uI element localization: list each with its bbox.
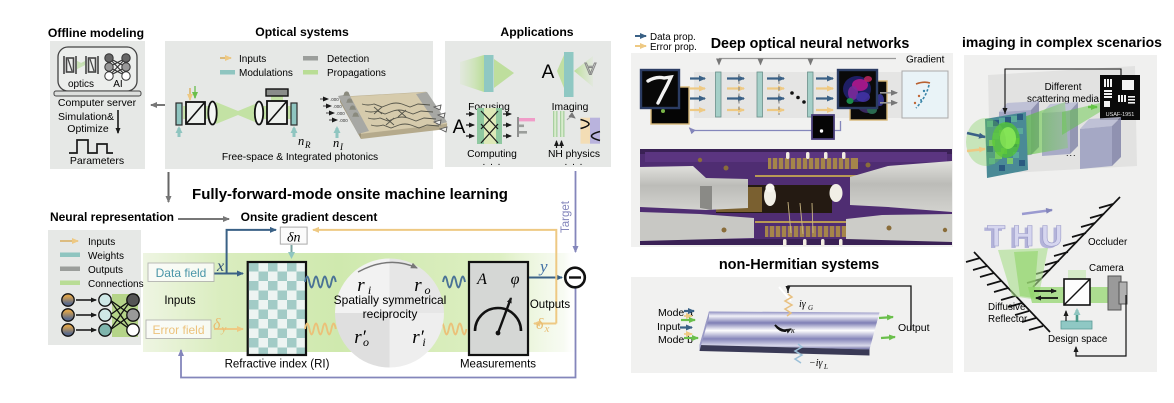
- svg-text:Imaging: Imaging: [552, 102, 589, 113]
- svg-text:φ: φ: [511, 271, 520, 288]
- svg-text:δ: δ: [213, 316, 221, 333]
- svg-text:Error field: Error field: [152, 323, 204, 337]
- svg-text:Refractive index (RI): Refractive index (RI): [225, 359, 330, 371]
- svg-text:−iγ: −iγ: [809, 358, 824, 369]
- svg-text:Outputs: Outputs: [88, 265, 123, 276]
- svg-text:Modulations: Modulations: [239, 68, 293, 79]
- svg-text:...: ...: [1066, 148, 1077, 158]
- svg-text:y: y: [221, 323, 227, 335]
- svg-text:.000: .000: [333, 104, 342, 109]
- svg-text:Output: Output: [898, 322, 930, 334]
- svg-text:Fully-forward-mode onsite mach: Fully-forward-mode onsite machine learni…: [192, 186, 508, 203]
- svg-text:.000: .000: [330, 97, 339, 102]
- svg-text:n: n: [333, 136, 339, 150]
- svg-text:THU: THU: [987, 220, 1070, 253]
- svg-text:Data field: Data field: [156, 266, 207, 280]
- svg-text:NH physics: NH physics: [548, 149, 600, 160]
- svg-text:Diffusive: Diffusive: [988, 302, 1026, 313]
- svg-text:Measurements: Measurements: [460, 359, 536, 371]
- svg-text:Input: Input: [657, 321, 680, 333]
- svg-text:Computer server: Computer server: [58, 97, 137, 109]
- svg-text:A: A: [453, 117, 466, 138]
- svg-text:A: A: [476, 271, 487, 288]
- svg-text:x: x: [544, 323, 550, 335]
- svg-text:Reflector: Reflector: [988, 314, 1028, 325]
- svg-text:.000: .000: [339, 118, 348, 123]
- svg-text:Mode a: Mode a: [658, 307, 693, 319]
- svg-text:reciprocity: reciprocity: [363, 307, 418, 321]
- svg-text:Spatially symmetrical: Spatially symmetrical: [334, 293, 447, 307]
- svg-text:Error prop.: Error prop.: [650, 42, 697, 53]
- svg-text:Onsite gradient descent: Onsite gradient descent: [241, 210, 378, 224]
- svg-text:Free-space & Integrated photon: Free-space & Integrated photonics: [222, 152, 378, 163]
- svg-text:Inputs: Inputs: [88, 237, 115, 248]
- svg-text:Deep optical neural networks: Deep optical neural networks: [711, 36, 910, 52]
- svg-text:Camera: Camera: [1089, 263, 1124, 274]
- svg-text:i: i: [422, 335, 425, 349]
- svg-text:AI: AI: [113, 79, 122, 90]
- svg-text:Different: Different: [1045, 82, 1082, 93]
- svg-text:Connections: Connections: [88, 279, 144, 290]
- svg-text:A: A: [542, 62, 555, 83]
- svg-text:Parameters: Parameters: [70, 155, 124, 167]
- svg-text:r′: r′: [354, 327, 366, 348]
- svg-text:optics: optics: [68, 79, 94, 90]
- svg-text:x: x: [216, 258, 224, 275]
- svg-text:I: I: [339, 142, 344, 152]
- svg-text:G: G: [808, 304, 813, 312]
- svg-text:Propagations: Propagations: [327, 68, 386, 79]
- svg-text:iγ: iγ: [799, 299, 807, 310]
- svg-text:scattering media: scattering media: [1027, 94, 1099, 105]
- svg-text:Offline modeling: Offline modeling: [48, 26, 144, 40]
- svg-text:Mode b: Mode b: [658, 334, 693, 346]
- svg-text:Computing: Computing: [467, 149, 517, 160]
- svg-text:n: n: [298, 134, 304, 148]
- svg-text:non-Hermitian systems: non-Hermitian systems: [719, 257, 879, 273]
- svg-text:r: r: [414, 275, 422, 296]
- svg-text:Focusing: Focusing: [468, 102, 510, 113]
- svg-text:.000: .000: [336, 111, 345, 116]
- svg-text:. . .: . . .: [565, 157, 584, 168]
- svg-text:USAF-1951: USAF-1951: [1106, 112, 1135, 118]
- svg-text:Weights: Weights: [88, 251, 124, 262]
- svg-text:r: r: [357, 275, 365, 296]
- svg-text:Detection: Detection: [327, 54, 369, 65]
- svg-text:R: R: [304, 140, 311, 150]
- svg-text:κ: κ: [791, 326, 795, 335]
- svg-text:Data prop.: Data prop.: [650, 32, 696, 43]
- svg-text:Outputs: Outputs: [530, 299, 571, 311]
- svg-text:y: y: [538, 257, 548, 276]
- svg-text:Optical systems: Optical systems: [255, 25, 349, 39]
- svg-text:i: i: [368, 283, 371, 297]
- svg-text:Design space: Design space: [1048, 334, 1108, 345]
- svg-text:Target: Target: [560, 200, 572, 233]
- svg-text:Occluder: Occluder: [1088, 237, 1128, 248]
- svg-text:Inputs: Inputs: [164, 295, 196, 307]
- svg-text:Gradient: Gradient: [906, 55, 945, 66]
- svg-text:Neural representation: Neural representation: [50, 210, 174, 224]
- svg-text:A: A: [584, 59, 596, 78]
- svg-text:Optimize: Optimize: [67, 123, 109, 135]
- svg-text:Simulation&: Simulation&: [58, 111, 114, 123]
- svg-text:o: o: [425, 283, 431, 297]
- svg-text:δn: δn: [287, 231, 301, 246]
- svg-text:L: L: [823, 363, 828, 371]
- svg-text:δ: δ: [536, 316, 544, 333]
- svg-text:o: o: [363, 335, 369, 349]
- svg-text:Inputs: Inputs: [239, 54, 266, 65]
- svg-text:. . .: . . .: [483, 157, 502, 168]
- svg-text:r′: r′: [412, 327, 424, 348]
- svg-text:imaging in complex scenarios: imaging in complex scenarios: [962, 34, 1162, 50]
- svg-text:Applications: Applications: [500, 25, 573, 39]
